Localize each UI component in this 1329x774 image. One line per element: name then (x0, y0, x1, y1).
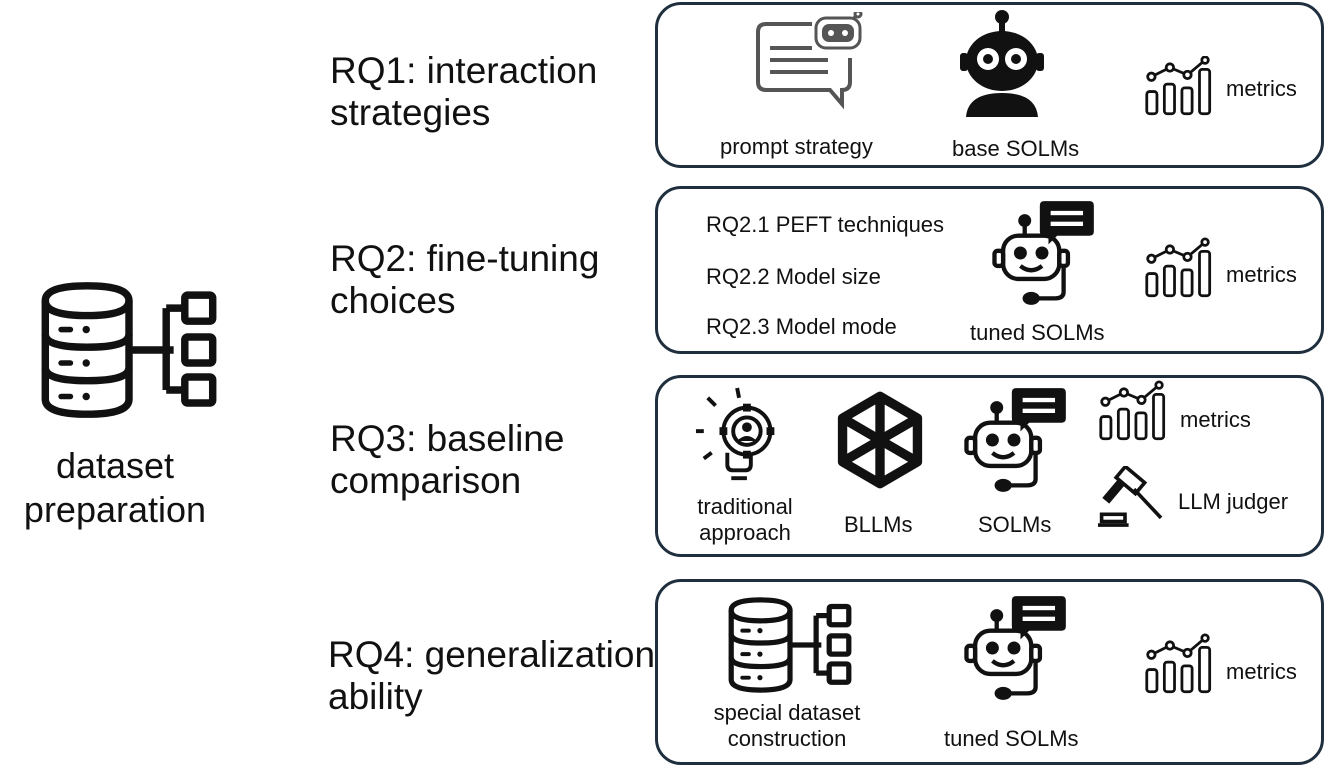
bllms-label: BLLMs (844, 512, 913, 537)
traditional-approach-line2: approach (699, 520, 791, 545)
rq2-title: RQ2: fine-tuning choices (330, 238, 599, 322)
rq2-item-peft: RQ2.1 PEFT techniques (706, 212, 945, 237)
rq3-metrics-label: metrics (1180, 407, 1251, 432)
bllms-logo-icon (828, 388, 932, 492)
traditional-approach-icon (694, 384, 792, 492)
rq4-title: RQ4: generalization ability (328, 634, 655, 718)
dataset-database-icon (36, 280, 222, 420)
rq2-tuned-robot-icon (988, 198, 1096, 308)
special-dataset-label: special dataset construction (694, 700, 880, 752)
rq4-title-line2: ability (328, 676, 423, 717)
rq3-metrics-icon (1098, 380, 1172, 442)
llm-judger-gavel-icon (1098, 466, 1170, 532)
traditional-approach-line1: traditional (697, 494, 793, 519)
traditional-approach-label: traditional approach (682, 494, 808, 546)
rq3-solms-label: SOLMs (978, 512, 1052, 537)
base-robot-icon (952, 8, 1052, 120)
rq3-title: RQ3: baseline comparison (330, 418, 564, 502)
dataset-label-line1: dataset (55, 445, 175, 486)
rq4-tuned-solms-label: tuned SOLMs (944, 726, 1079, 751)
rq1-metrics-label: metrics (1226, 76, 1297, 101)
dataset-label: dataset preparation (10, 444, 220, 532)
llm-judger-label: LLM judger (1178, 489, 1289, 514)
rq4-metrics-icon (1144, 632, 1218, 696)
rq2-item-model-mode: RQ2.3 Model mode (706, 314, 897, 339)
rq3-title-line2: comparison (330, 460, 522, 501)
rq2-title-line1: RQ2: fine-tuning (330, 238, 600, 279)
prompt-strategy-label: prompt strategy (720, 134, 873, 159)
rq2-tuned-solms-label: tuned SOLMs (970, 320, 1105, 345)
base-solms-label: base SOLMs (952, 136, 1080, 161)
rq1-title-line1: RQ1: interaction (330, 50, 598, 91)
rq1-title-line2: strategies (330, 92, 491, 133)
rq2-metrics-icon (1144, 236, 1218, 300)
special-dataset-icon (724, 596, 856, 694)
rq2-title-line2: choices (330, 280, 456, 321)
special-dataset-line2: construction (727, 726, 847, 751)
rq2-item-model-size: RQ2.2 Model size (706, 264, 881, 289)
rq3-title-line1: RQ3: baseline (330, 418, 565, 459)
dataset-label-line2: preparation (23, 489, 207, 530)
rq3-solms-robot-icon (960, 384, 1068, 496)
prompt-strategy-icon (748, 12, 872, 112)
rq2-metrics-label: metrics (1226, 262, 1297, 287)
rq1-title: RQ1: interaction strategies (330, 50, 597, 134)
rq4-title-line1: RQ4: generalization (328, 634, 656, 675)
rq4-metrics-label: metrics (1226, 659, 1297, 684)
special-dataset-line1: special dataset (713, 700, 861, 725)
rq1-metrics-icon (1144, 56, 1218, 116)
rq4-tuned-robot-icon (960, 592, 1068, 704)
rq2-box (655, 186, 1324, 354)
